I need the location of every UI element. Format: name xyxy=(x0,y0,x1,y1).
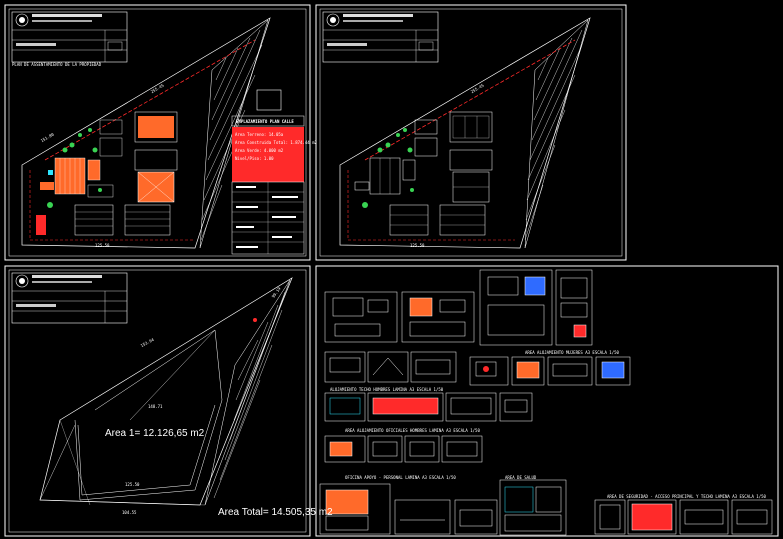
dimension-bottom-1: 125.50 xyxy=(125,482,140,487)
sheet-area-plan xyxy=(4,265,311,537)
buildings xyxy=(36,111,178,236)
detail-row-3-label: AREA ALOJAMIENTO OFICIALES HOMBRES LAMIN… xyxy=(345,428,480,433)
sheet-site-plan-2 xyxy=(315,4,627,261)
title-block xyxy=(11,272,128,324)
detail-row-3 xyxy=(324,392,533,422)
area-total-label: Area Total= 14.505,35 m2 xyxy=(218,507,333,518)
detail-row-4 xyxy=(324,435,483,463)
info-line-4: Nivel/Piso: 1.00 xyxy=(235,156,274,161)
detail-row-4b-label: AREA DE SALUD xyxy=(505,475,537,480)
detail-row-2-label: ALOJAMIENTO TECHO HOMBRES LAMINA A3 ESCA… xyxy=(330,387,444,392)
detail-row-1-label: AREA ALOJAMIENTO MUJERES A3 ESCALA 1/50 xyxy=(525,350,619,355)
dimension-bottom: 125.50 xyxy=(95,243,110,248)
sheet-details xyxy=(315,265,779,537)
info-heading: EMPLAZAMIENTO PLAN CALLE xyxy=(236,119,294,124)
dimension-bottom: 125.50 xyxy=(410,243,425,248)
detail-row-5 xyxy=(319,479,773,536)
title-block xyxy=(322,11,439,63)
site-outline xyxy=(339,17,591,249)
info-line-2: Area Construida Total: 1.874.44 m2 xyxy=(235,140,317,145)
detail-row-1 xyxy=(324,269,593,346)
info-line-1: Area Terreno: 14.05a xyxy=(235,132,284,137)
detail-row-5-label: AREA DE SEGURIDAD - ACCESO PRINCIPAL Y T… xyxy=(607,494,766,499)
vegetation xyxy=(362,128,414,208)
area-outline xyxy=(39,277,293,506)
detail-row-4-label: OFICINA APOYO - PERSONAL LAMINA A3 ESCAL… xyxy=(345,475,456,480)
buildings-floorplans xyxy=(354,111,493,236)
detail-row-2 xyxy=(324,351,631,386)
title-block-heading: PLAN DE ASSENTAMIENTO DE LA PROPIEDAD xyxy=(12,62,102,67)
info-line-3: Area Verde: 4.000 m2 xyxy=(235,148,284,153)
dimension-mid: 148.71 xyxy=(148,404,163,409)
sheet-site-plan-1 xyxy=(4,4,311,261)
area-1-label: Area 1= 12.126,65 m2 xyxy=(105,428,205,439)
title-block xyxy=(11,11,128,63)
dimension-bottom-2: 104.55 xyxy=(122,510,137,515)
info-block xyxy=(231,89,305,255)
